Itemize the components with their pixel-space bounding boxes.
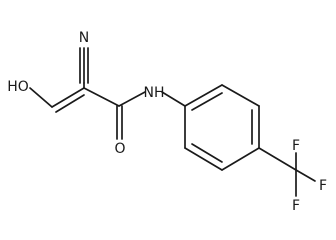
fluorine-bottom-label: F <box>292 198 300 214</box>
carbonyl-double-bond <box>116 105 123 140</box>
vinyl-double-bond <box>51 87 85 113</box>
hydroxy-label: HO <box>7 79 29 95</box>
nitrile-triple-bond <box>79 47 89 84</box>
amide-nh-label: NH <box>144 85 165 101</box>
benzene-ring <box>184 84 260 171</box>
amide-bond <box>118 91 146 107</box>
label-bg <box>76 28 92 46</box>
n-aryl-bond <box>161 91 186 107</box>
cf-bond-right <box>295 169 316 182</box>
alpha-carbonyl-bond <box>83 87 120 107</box>
hydroxy-bond <box>29 87 53 108</box>
carbonyl-o-label: O <box>114 141 125 157</box>
structure-canvas: N HO NH O F F F <box>7 28 328 214</box>
fluorine-right-label: F <box>319 178 327 194</box>
atom-labels: N HO NH O F F F <box>7 28 327 214</box>
bonds <box>29 47 316 197</box>
molecule-structure: N HO NH O F F F <box>7 28 327 214</box>
nitrile-n-label: N <box>79 30 89 46</box>
aryl-cf3-bond <box>258 147 297 171</box>
fluorine-top-label: F <box>292 138 300 154</box>
